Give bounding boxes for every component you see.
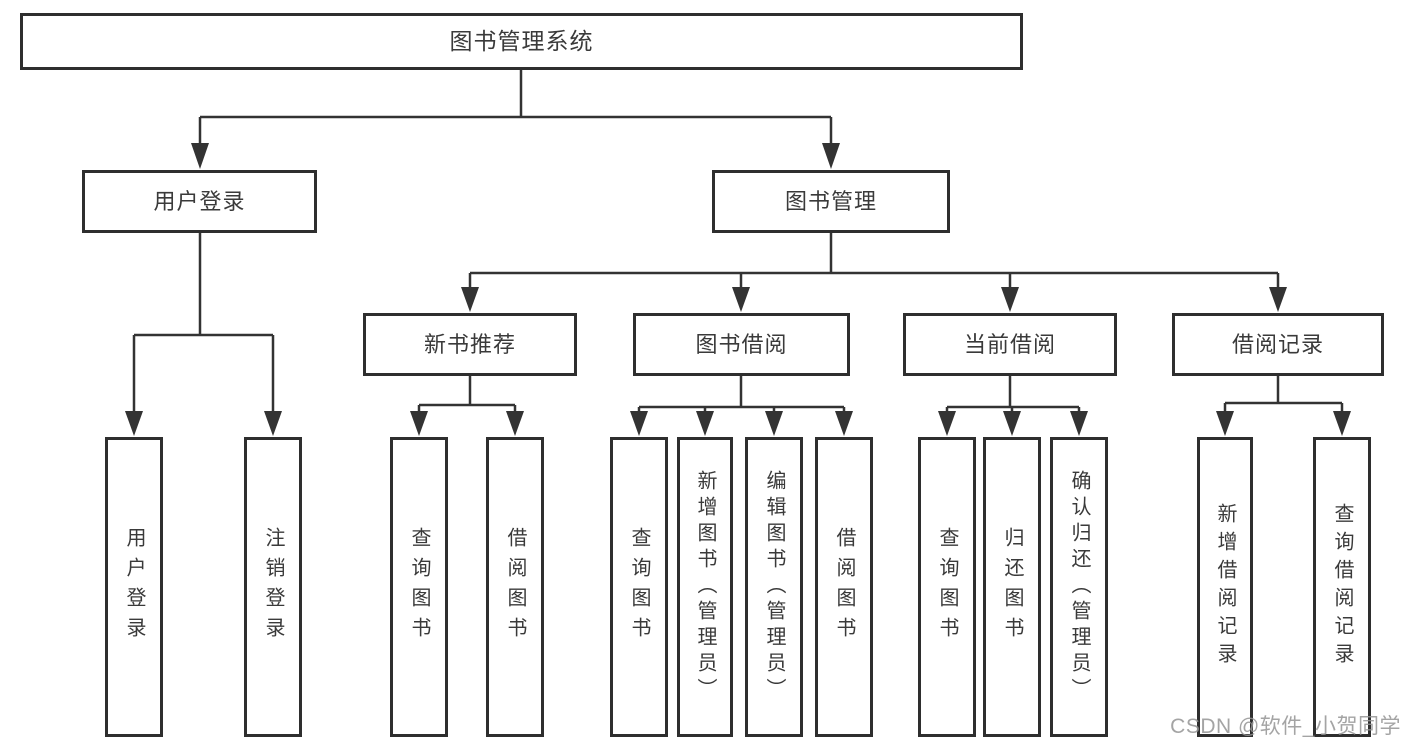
node-book-management: 图书管理 <box>712 170 950 233</box>
leaf-current-confirm-return-admin-label: 确认归还（管理员） <box>1068 470 1090 704</box>
node-new-book-recommend: 新书推荐 <box>363 313 577 376</box>
leaf-borrow-edit-book-admin: 编辑图书（管理员） <box>745 437 803 737</box>
arrowhead-icons <box>125 143 1351 436</box>
leaf-logout-login-label: 注销登录 <box>262 527 284 647</box>
leaf-borrow-query-book-label: 查询图书 <box>628 527 650 647</box>
leaf-newbook-query-book: 查询图书 <box>390 437 448 737</box>
node-book-management-label: 图书管理 <box>784 188 877 214</box>
leaf-borrow-add-book-admin-label: 新增图书（管理员） <box>694 470 716 704</box>
leaf-current-query-book: 查询图书 <box>918 437 976 737</box>
leaf-borrow-borrow-book: 借阅图书 <box>815 437 873 737</box>
node-current-borrow-label: 当前借阅 <box>963 331 1056 357</box>
leaf-logout-login: 注销登录 <box>244 437 302 737</box>
leaf-borrow-add-book-admin: 新增图书（管理员） <box>677 437 733 737</box>
node-user-login-label: 用户登录 <box>153 188 246 214</box>
watermark: CSDN @软件_小贺同学 <box>1170 715 1401 738</box>
leaf-current-confirm-return-admin: 确认归还（管理员） <box>1050 437 1108 737</box>
leaf-newbook-query-book-label: 查询图书 <box>408 527 430 647</box>
node-borrow-records: 借阅记录 <box>1172 313 1384 376</box>
leaf-newbook-borrow-book: 借阅图书 <box>486 437 544 737</box>
node-book-borrow-label: 图书借阅 <box>695 331 788 357</box>
leaf-records-query-record-label: 查询借阅记录 <box>1331 503 1353 671</box>
leaf-borrow-query-book: 查询图书 <box>610 437 668 737</box>
leaf-borrow-borrow-book-label: 借阅图书 <box>833 527 855 647</box>
leaf-current-return-book-label: 归还图书 <box>1001 527 1023 647</box>
leaf-records-add-record: 新增借阅记录 <box>1197 437 1253 737</box>
leaf-borrow-edit-book-admin-label: 编辑图书（管理员） <box>763 470 785 704</box>
leaf-newbook-borrow-book-label: 借阅图书 <box>504 527 526 647</box>
leaf-current-query-book-label: 查询图书 <box>936 527 958 647</box>
node-borrow-records-label: 借阅记录 <box>1231 331 1324 357</box>
leaf-records-query-record: 查询借阅记录 <box>1313 437 1371 737</box>
node-root: 图书管理系统 <box>20 13 1023 70</box>
node-current-borrow: 当前借阅 <box>903 313 1117 376</box>
node-book-borrow: 图书借阅 <box>633 313 850 376</box>
leaf-user-login: 用户登录 <box>105 437 163 737</box>
node-new-book-recommend-label: 新书推荐 <box>423 331 516 357</box>
node-user-login: 用户登录 <box>82 170 317 233</box>
leaf-current-return-book: 归还图书 <box>983 437 1041 737</box>
node-root-label: 图书管理系统 <box>449 28 594 54</box>
leaf-user-login-label: 用户登录 <box>123 527 145 647</box>
leaf-records-add-record-label: 新增借阅记录 <box>1214 503 1236 671</box>
